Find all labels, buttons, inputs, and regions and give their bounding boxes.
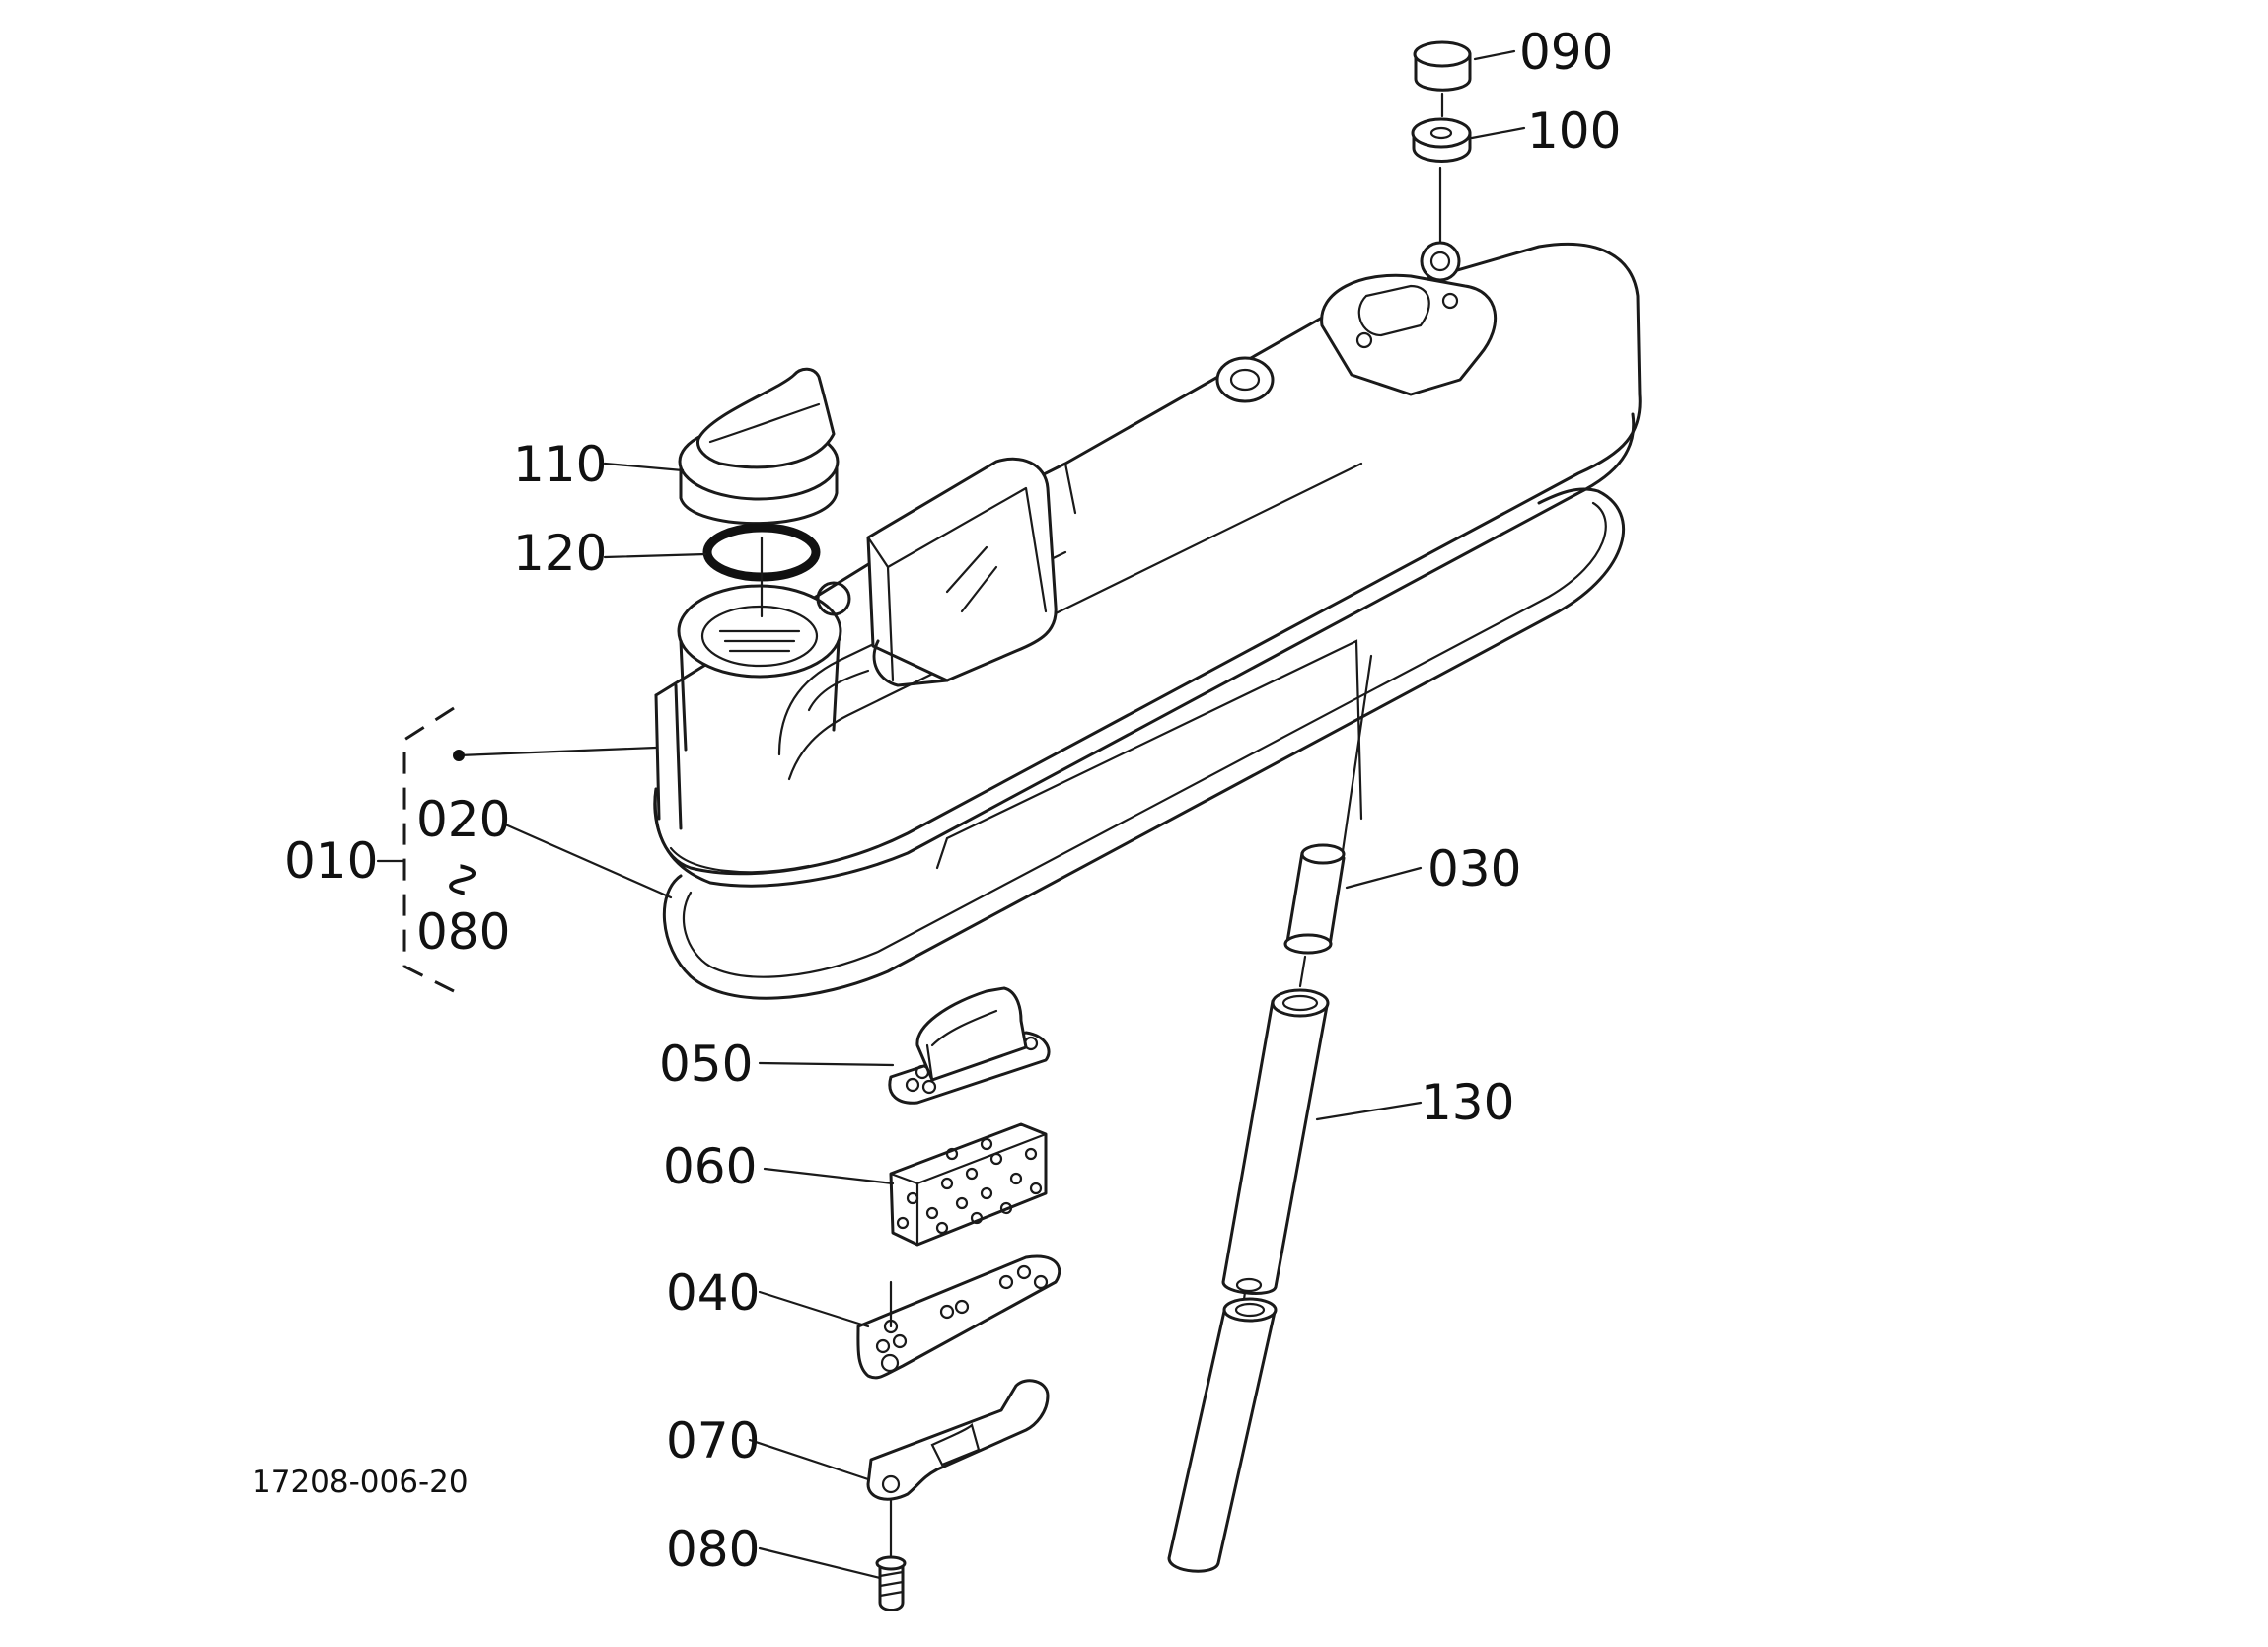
part-090-cap (1413, 40, 1472, 118)
callout-030: 030 (1427, 840, 1521, 897)
part-050-baffle (888, 986, 1051, 1105)
part-120-o-ring (702, 523, 821, 618)
callout-070: 070 (666, 1412, 760, 1469)
breather-housing (866, 457, 1058, 687)
part-130-pipe-lower (1167, 1297, 1278, 1573)
cover-pad (1320, 166, 1497, 396)
callout-080-range: 080 (416, 903, 510, 961)
callout-010: 010 (284, 832, 378, 890)
part-080-screw (875, 1555, 907, 1611)
part-030-fitting (1283, 843, 1346, 988)
leader-lines (453, 49, 1526, 1580)
callout-060: 060 (663, 1138, 757, 1195)
part-110-filler-cap (678, 367, 840, 526)
pipe-lead-line (1340, 654, 1373, 860)
callout-040: 040 (666, 1264, 760, 1322)
callout-080: 080 (666, 1521, 760, 1578)
callout-020: 020 (416, 791, 510, 848)
callout-100: 100 (1527, 103, 1621, 160)
drawing-number: 17208-006-20 (252, 1465, 469, 1500)
part-060-filter-element (889, 1122, 1048, 1247)
cover-gasket (662, 487, 1625, 1000)
callout-110: 110 (513, 436, 607, 493)
callout-090: 090 (1519, 24, 1613, 81)
part-130-pipe-upper (1221, 988, 1330, 1309)
part-100-washer (1411, 117, 1472, 163)
callout-130: 130 (1421, 1074, 1514, 1131)
range-mark: ∿ (435, 859, 492, 900)
part-070-bracket (866, 1379, 1050, 1560)
callout-050: 050 (659, 1036, 753, 1093)
group-bracket-010 (376, 706, 455, 993)
cover-boss (1215, 356, 1275, 403)
callout-120: 120 (513, 525, 607, 582)
part-040-plate (856, 1254, 1061, 1380)
oil-filler-neck (677, 581, 851, 752)
